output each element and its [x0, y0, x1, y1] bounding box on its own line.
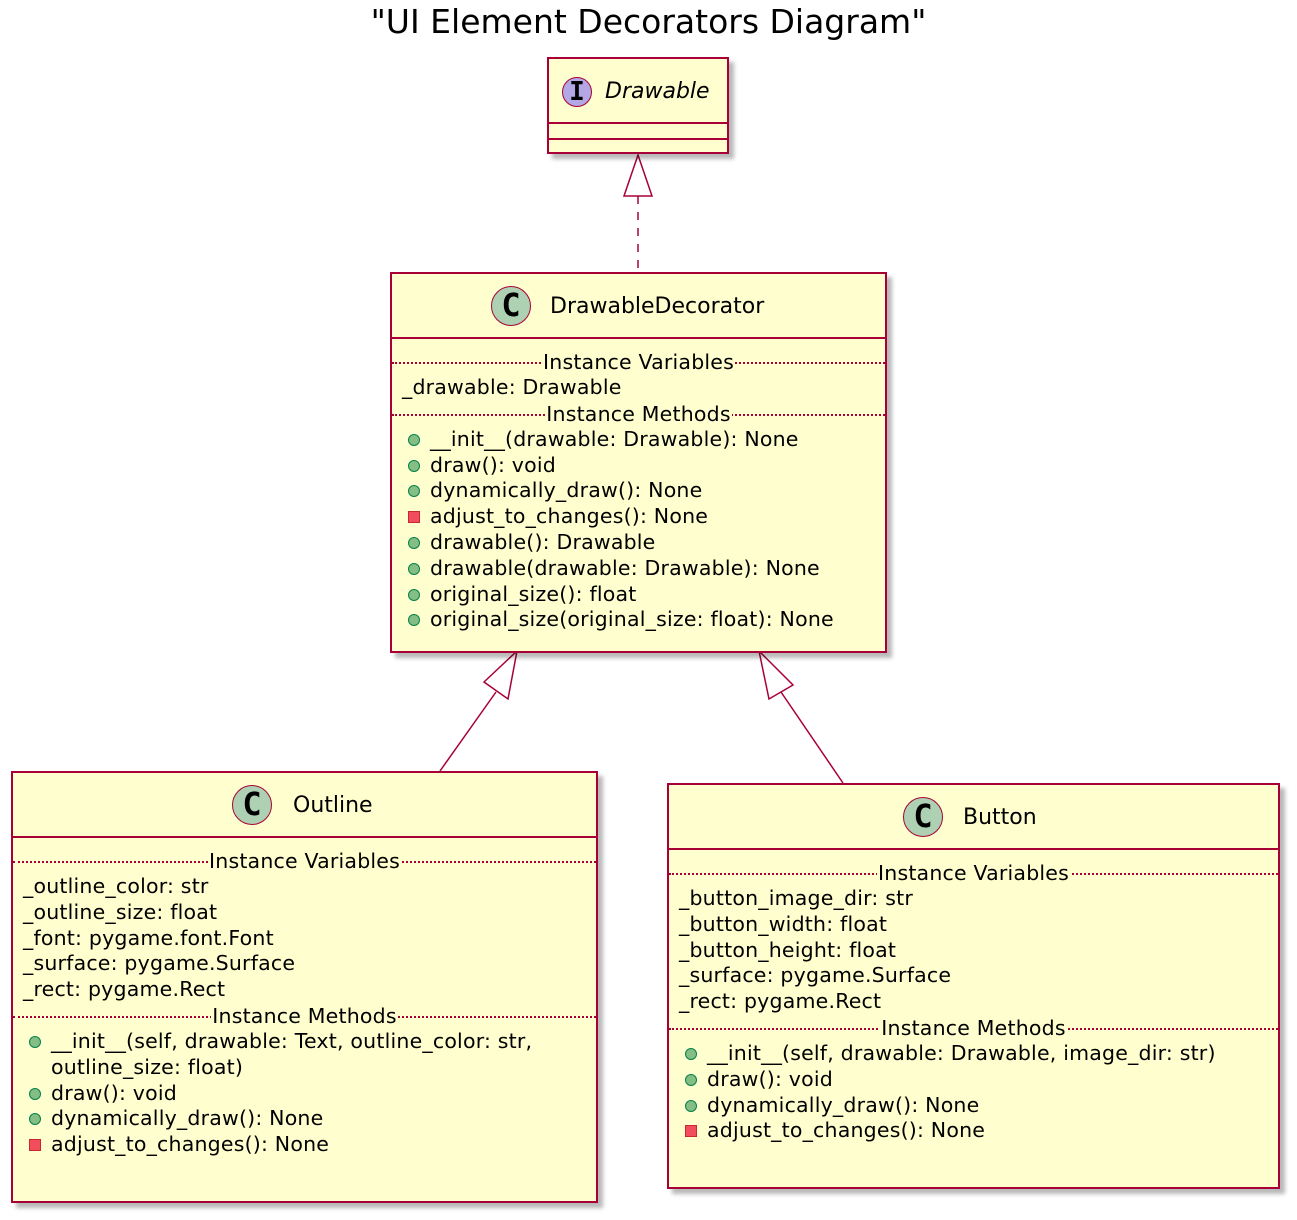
method: adjust_to_changes(): None — [679, 1118, 1268, 1144]
attribute: _surface: pygame.Surface — [679, 963, 952, 988]
method: drawable(): Drawable — [402, 530, 875, 556]
variables-separator: Instance Variables — [392, 349, 885, 375]
method-signature: __init__(self, drawable: Drawable, image… — [707, 1040, 1216, 1065]
methods-separator: Instance Methods — [392, 400, 885, 427]
method-signature: __init__(self, drawable: Text, outline_c… — [51, 1028, 533, 1053]
public-visibility-icon — [685, 1099, 697, 1112]
method: original_size(): float — [402, 582, 875, 608]
realization-arrow — [622, 152, 654, 272]
empty-attributes-section — [549, 124, 727, 140]
variables-separator: Instance Variables — [669, 860, 1278, 886]
class-icon: C — [903, 797, 943, 837]
drawable-interface[interactable]: I Drawable — [547, 57, 729, 154]
method-signature: draw(): void — [430, 452, 556, 477]
method-signature: dynamically_draw(): None — [430, 478, 703, 503]
attribute: _rect: pygame.Rect — [23, 977, 226, 1002]
method-signature: adjust_to_changes(): None — [51, 1132, 330, 1157]
attribute: _drawable: Drawable — [402, 375, 622, 399]
method: dynamically_draw(): None — [23, 1106, 586, 1132]
class-icon: C — [491, 286, 531, 326]
method-signature: drawable(): Drawable — [430, 529, 656, 554]
method: draw(): void — [402, 453, 875, 479]
private-visibility-icon — [408, 511, 420, 524]
method: drawable(drawable: Drawable): None — [402, 556, 875, 582]
public-visibility-icon — [408, 614, 420, 627]
class-name: Outline — [293, 793, 373, 818]
attribute: _outline_color: str — [23, 874, 209, 898]
public-visibility-icon — [685, 1073, 697, 1086]
method: draw(): void — [679, 1067, 1268, 1093]
method: draw(): void — [23, 1081, 586, 1107]
public-visibility-icon — [29, 1113, 41, 1126]
attribute: _button_image_dir: str — [679, 886, 913, 910]
method: adjust_to_changes(): None — [23, 1132, 586, 1158]
private-visibility-icon — [29, 1139, 41, 1152]
method: dynamically_draw(): None — [679, 1093, 1268, 1119]
variables-separator: Instance Variables — [13, 848, 596, 874]
method-signature: draw(): void — [707, 1066, 833, 1091]
method-signature: adjust_to_changes(): None — [430, 504, 709, 529]
method-signature: dynamically_draw(): None — [707, 1092, 980, 1117]
inheritance-arrow-outline — [439, 648, 519, 772]
class-name: DrawableDecorator — [550, 294, 765, 319]
method-signature: __init__(drawable: Drawable): None — [430, 426, 799, 451]
method: adjust_to_changes(): None — [402, 504, 875, 530]
attribute: _outline_size: float — [23, 899, 218, 924]
method-signature: drawable(drawable: Drawable): None — [430, 555, 820, 580]
public-visibility-icon — [408, 536, 420, 549]
class-icon: C — [232, 785, 272, 825]
attribute: _font: pygame.font.Font — [23, 925, 274, 950]
private-visibility-icon — [685, 1125, 697, 1138]
attribute: _button_height: float — [679, 937, 897, 962]
method-signature: dynamically_draw(): None — [51, 1106, 324, 1131]
public-visibility-icon — [29, 1035, 41, 1048]
public-visibility-icon — [29, 1087, 41, 1100]
method: __init__(self, drawable: Text, outline_c… — [23, 1029, 586, 1055]
public-visibility-icon — [408, 485, 420, 498]
method: __init__(self, drawable: Drawable, image… — [679, 1041, 1268, 1067]
outline-class[interactable]: C Outline Instance Variables _outline_co… — [11, 771, 598, 1203]
button-class[interactable]: C Button Instance Variables _button_imag… — [667, 783, 1280, 1189]
method-signature-continuation: outline_size: float) — [51, 1054, 244, 1079]
diagram-title: "UI Element Decorators Diagram" — [370, 2, 927, 41]
method: dynamically_draw(): None — [402, 478, 875, 504]
public-visibility-icon — [408, 588, 420, 601]
methods-separator: Instance Methods — [13, 1002, 596, 1029]
public-visibility-icon — [408, 562, 420, 575]
public-visibility-icon — [685, 1047, 697, 1060]
method-signature: original_size(original_size: float): Non… — [430, 607, 834, 632]
public-visibility-icon — [408, 459, 420, 472]
method-signature: adjust_to_changes(): None — [707, 1118, 986, 1143]
methods-separator: Instance Methods — [669, 1014, 1278, 1041]
drawable-decorator-class[interactable]: C DrawableDecorator Instance Variables _… — [390, 272, 887, 653]
inheritance-arrow-button — [757, 648, 844, 784]
interface-icon: I — [562, 77, 592, 107]
attribute: _rect: pygame.Rect — [679, 989, 882, 1014]
attribute: _surface: pygame.Surface — [23, 951, 296, 976]
method: original_size(original_size: float): Non… — [402, 607, 875, 633]
method-signature: original_size(): float — [430, 581, 637, 606]
public-visibility-icon — [408, 433, 420, 446]
method: __init__(drawable: Drawable): None — [402, 427, 875, 453]
method-signature: draw(): void — [51, 1080, 177, 1105]
interface-name: Drawable — [605, 79, 710, 104]
attribute: _button_width: float — [679, 911, 888, 936]
class-name: Button — [963, 805, 1037, 830]
